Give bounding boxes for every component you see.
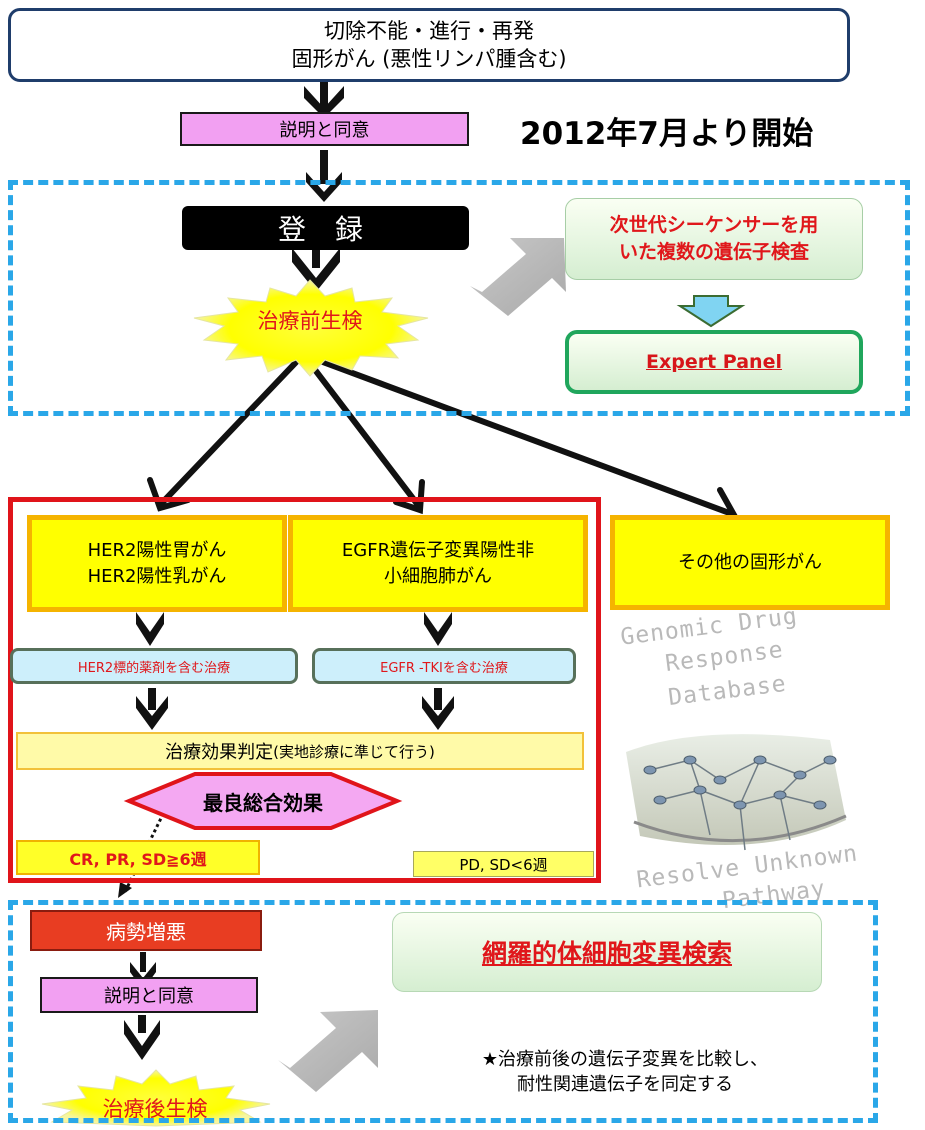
consent-box: 説明と同意 [180, 112, 469, 146]
post-treatment-dashed-frame [8, 900, 878, 1123]
down-arrow-icon [124, 1015, 160, 1060]
egfr-line2: 小細胞肺がん [384, 565, 492, 587]
pd-sd-box: PD, SD<6週 [413, 851, 594, 877]
targeted-therapy-frame [8, 497, 601, 883]
comprehensive-search-label: 網羅的体細胞変異検索 [481, 939, 732, 968]
starburst-pre-biopsy [193, 279, 429, 377]
starburst-post-biopsy [41, 1069, 271, 1127]
egfr-therapy-label: EGFR -TKIを含む治療 [380, 660, 508, 676]
pre-biopsy-node: 治療前生検 [220, 300, 400, 340]
progression-label: 病勢増悪 [106, 920, 186, 944]
network-image [626, 734, 847, 851]
other-solid-cancer-box: その他の固形がん [610, 515, 890, 610]
her2-line2: HER2陽性乳がん [87, 565, 227, 587]
down-arrow-icon [422, 688, 454, 730]
post-biopsy-label: 治療後生検 [102, 1097, 208, 1121]
consent-box-2: 説明と同意 [40, 977, 258, 1013]
expert-panel-box: Expert Panel [565, 330, 863, 394]
eligibility-line1: 切除不能・進行・再発 [324, 19, 534, 43]
her2-cancer-box: HER2陽性胃がん HER2陽性乳がん [27, 515, 287, 612]
other-cancer-label: その他の固形がん [678, 551, 822, 573]
response-evaluation-sub: (実地診療に準じて行う) [273, 742, 435, 761]
her2-therapy-box: HER2標的薬剤を含む治療 [10, 648, 298, 684]
consent-label-2: 説明と同意 [104, 986, 194, 1007]
down-arrow-icon [304, 82, 344, 118]
consent-label: 説明と同意 [279, 120, 370, 141]
branch-arrow-center [303, 355, 425, 515]
comprehensive-search-box: 網羅的体細胞変異検索 [392, 912, 822, 992]
registration-label: 登 録 [278, 213, 373, 246]
pre-biopsy-label: 治療前生検 [257, 309, 363, 333]
post-biopsy-node: 治療後生検 [70, 1090, 240, 1126]
her2-therapy-label: HER2標的薬剤を含む治療 [77, 660, 231, 676]
ngs-line1: 次世代シーケンサーを用 [609, 214, 819, 236]
cr-pr-sd-label: CR, PR, SD≧6週 [69, 849, 207, 869]
pre-treatment-dashed-frame [8, 180, 910, 416]
her2-line1: HER2陽性胃がん [87, 539, 227, 561]
note-line2: 耐性関連遺伝子を同定する [517, 1074, 733, 1095]
branch-arrow-left [147, 355, 303, 512]
pd-sd-label: PD, SD<6週 [459, 855, 548, 874]
down-arrow-icon [136, 612, 164, 646]
egfr-line1: EGFR遺伝子変異陽性非 [341, 539, 535, 561]
note-text: ★治療前後の遺伝子変異を比較し、 耐性関連遺伝子を同定する [420, 1047, 830, 1097]
blue-down-arrow-icon [676, 295, 746, 328]
egfr-cancer-box: EGFR遺伝子変異陽性非 小細胞肺がん [288, 515, 588, 612]
egfr-therapy-box: EGFR -TKIを含む治療 [312, 648, 576, 684]
eligibility-box: 切除不能・進行・再発 固形がん (悪性リンパ腫含む) [8, 8, 850, 82]
response-evaluation-main: 治療効果判定 [165, 742, 274, 763]
best-response-label: 最良総合効果 [203, 790, 323, 815]
note-line1: ★治療前後の遺伝子変異を比較し、 [481, 1049, 769, 1070]
response-evaluation-box: 治療効果判定 (実地診療に準じて行う) [16, 732, 584, 770]
ngs-test-box: 次世代シーケンサーを用 いた複数の遺伝子検査 [565, 198, 863, 280]
ngs-line2: いた複数の遺伝子検査 [618, 241, 809, 263]
start-date-label: 2012年7月より開始 [520, 116, 814, 152]
down-arrow-icon [292, 248, 340, 292]
down-arrow-icon [424, 612, 452, 646]
gray-arrow-to-ngs [470, 238, 566, 316]
expert-panel-label: Expert Panel [646, 351, 782, 373]
gray-arrow-to-search [278, 1010, 378, 1092]
best-response-diamond [123, 772, 403, 830]
eligibility-line2: 固形がん (悪性リンパ腫含む) [291, 47, 567, 71]
down-arrow-icon [306, 150, 342, 202]
progression-box: 病勢増悪 [30, 910, 262, 951]
down-arrow-icon [136, 688, 168, 730]
registration-box: 登 録 [182, 206, 469, 250]
cr-pr-sd-box: CR, PR, SD≧6週 [16, 840, 260, 875]
